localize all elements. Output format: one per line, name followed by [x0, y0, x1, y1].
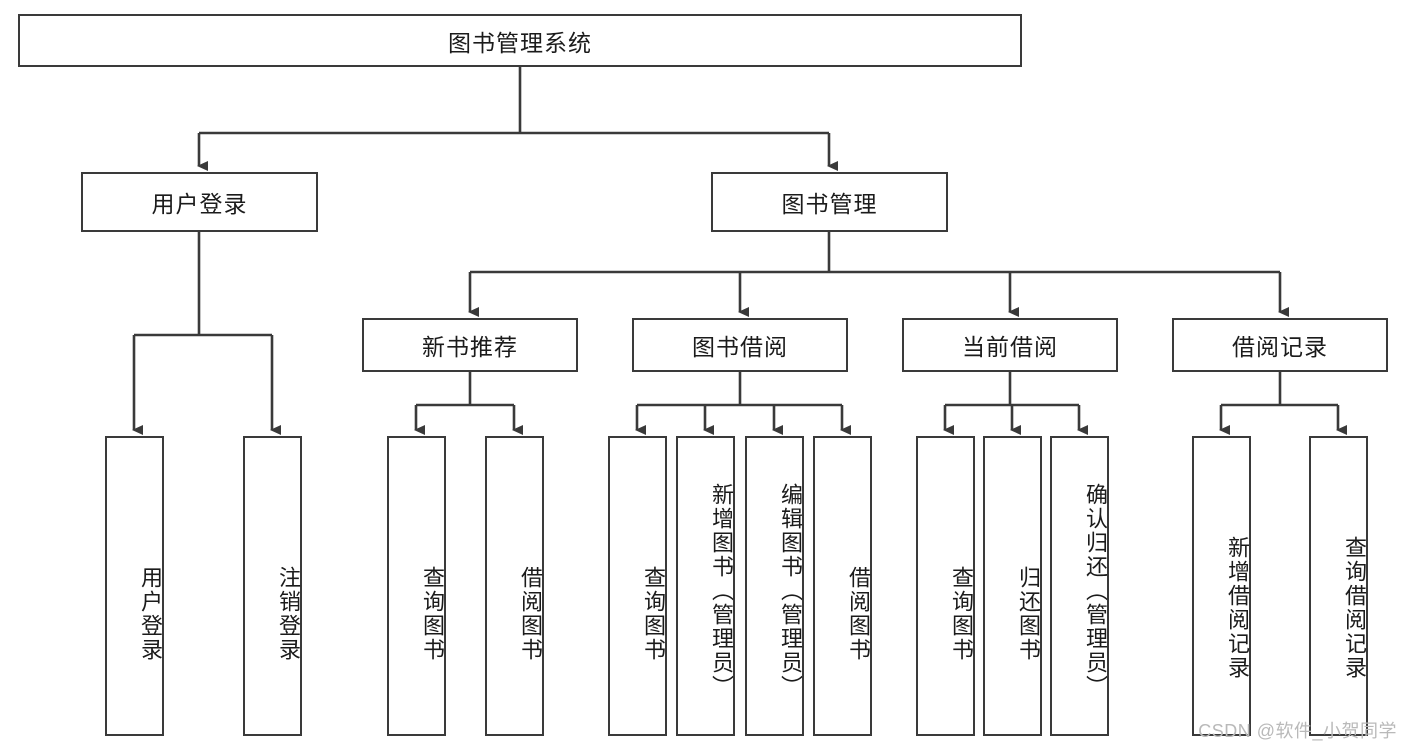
node-current-borrow[interactable]: 当前借阅 [902, 318, 1118, 372]
node-book-borrow[interactable]: 图书借阅 [632, 318, 848, 372]
leaf-user-login[interactable]: 用户登录 [105, 436, 164, 736]
leaf-user-logout[interactable]: 注销登录 [243, 436, 302, 736]
node-user-login[interactable]: 用户登录 [81, 172, 318, 232]
node-new-book-recommend[interactable]: 新书推荐 [362, 318, 578, 372]
leaf-label: 新增借阅记录 [1225, 535, 1250, 680]
leaf-label: 新增图书（管理员） [709, 483, 734, 699]
leaf-query-book-recommend[interactable]: 查询图书 [387, 436, 446, 736]
leaf-label: 编辑图书（管理员） [778, 483, 803, 699]
leaf-label: 查询借阅记录 [1342, 535, 1367, 680]
leaf-query-book-current[interactable]: 查询图书 [916, 436, 975, 736]
leaf-confirm-return-admin[interactable]: 确认归还（管理员） [1050, 436, 1109, 736]
leaf-label: 借阅图书 [846, 566, 871, 662]
leaf-edit-book-admin[interactable]: 编辑图书（管理员） [745, 436, 804, 736]
leaf-query-borrow-record[interactable]: 查询借阅记录 [1309, 436, 1368, 736]
leaf-add-borrow-record[interactable]: 新增借阅记录 [1192, 436, 1251, 736]
leaf-label: 归还图书 [1016, 566, 1041, 662]
leaf-return-book[interactable]: 归还图书 [983, 436, 1042, 736]
leaf-label: 确认归还（管理员） [1083, 483, 1108, 699]
leaf-label: 借阅图书 [518, 566, 543, 662]
leaf-label: 查询图书 [949, 566, 974, 662]
leaf-borrow-book[interactable]: 借阅图书 [813, 436, 872, 736]
leaf-label: 注销登录 [276, 566, 301, 662]
leaf-label: 用户登录 [138, 566, 163, 662]
leaf-label: 查询图书 [641, 566, 666, 662]
leaf-label: 查询图书 [420, 566, 445, 662]
node-book-management[interactable]: 图书管理 [711, 172, 948, 232]
leaf-borrow-book-recommend[interactable]: 借阅图书 [485, 436, 544, 736]
node-borrow-record[interactable]: 借阅记录 [1172, 318, 1388, 372]
node-root[interactable]: 图书管理系统 [18, 14, 1022, 67]
leaf-add-book-admin[interactable]: 新增图书（管理员） [676, 436, 735, 736]
leaf-query-book-borrow[interactable]: 查询图书 [608, 436, 667, 736]
